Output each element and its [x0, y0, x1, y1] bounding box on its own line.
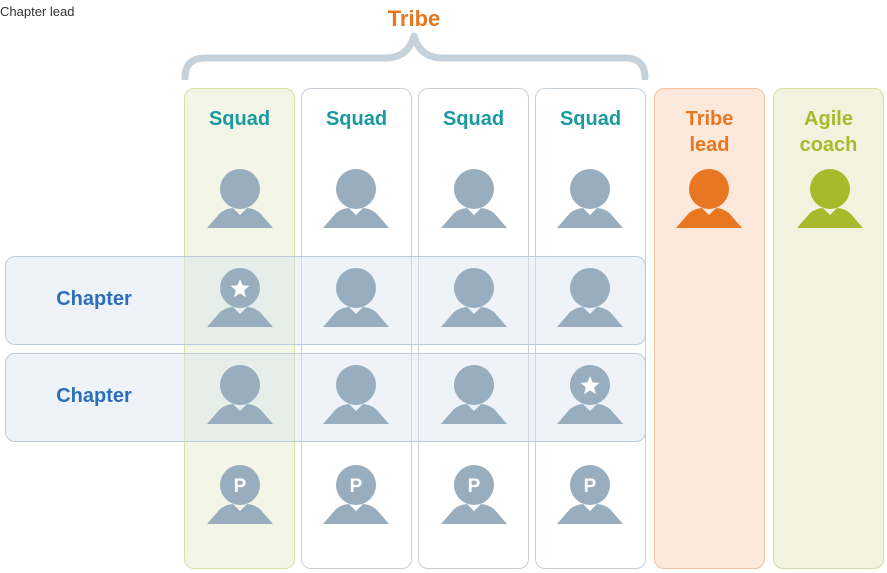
- person-icon: [439, 168, 509, 230]
- tribe-title: Tribe: [387, 6, 441, 31]
- squad-1-label: Squad: [208, 108, 271, 130]
- person-icon: [555, 267, 625, 329]
- chapter-band-2: Chapter: [5, 353, 646, 442]
- person-icon: [205, 364, 275, 426]
- tribe-lead-column: Tribe lead: [654, 88, 765, 569]
- chapter-lead-person-star-icon: [555, 364, 625, 426]
- svg-text:P: P: [350, 476, 363, 497]
- chapter-2-label: Chapter: [56, 385, 132, 407]
- agile-coach-column: Agile coach: [773, 88, 884, 569]
- squad-3-label: Squad: [442, 108, 505, 130]
- person-icon: [555, 168, 625, 230]
- squad-2-label: Squad: [325, 108, 388, 130]
- squad-4-label: Squad: [559, 108, 622, 130]
- person-icon: [205, 168, 275, 230]
- svg-text:P: P: [234, 476, 247, 497]
- squad-column-2: Squad: [301, 88, 412, 569]
- tribe-brace: [181, 32, 649, 80]
- chapter-lead-legend: Chapter lead: [0, 4, 75, 19]
- chapter-band-1: Chapter: [5, 256, 646, 345]
- chapter-lead-person-star-icon: [205, 267, 275, 329]
- product-owner-person-p-icon: P: [555, 464, 625, 526]
- tribe-lead-label-line2: lead: [689, 134, 730, 156]
- svg-text:P: P: [468, 476, 481, 497]
- person-icon: [321, 364, 391, 426]
- squad-column-3: Squad: [418, 88, 529, 569]
- product-owner-person-p-icon: P: [205, 464, 275, 526]
- tribe-lead-label-line1: Tribe: [685, 108, 734, 130]
- agile-coach-label-line1: Agile: [804, 108, 853, 130]
- agile-coach-person-icon: [795, 168, 865, 230]
- chapter-1-label: Chapter: [56, 288, 132, 310]
- person-icon: [321, 168, 391, 230]
- person-icon: [321, 267, 391, 329]
- svg-text:P: P: [584, 476, 597, 497]
- tribe-lead-person-icon: [674, 168, 744, 230]
- product-owner-person-p-icon: P: [321, 464, 391, 526]
- agile-coach-label-line2: coach: [799, 134, 858, 156]
- product-owner-person-p-icon: P: [439, 464, 509, 526]
- person-icon: [439, 364, 509, 426]
- person-icon: [439, 267, 509, 329]
